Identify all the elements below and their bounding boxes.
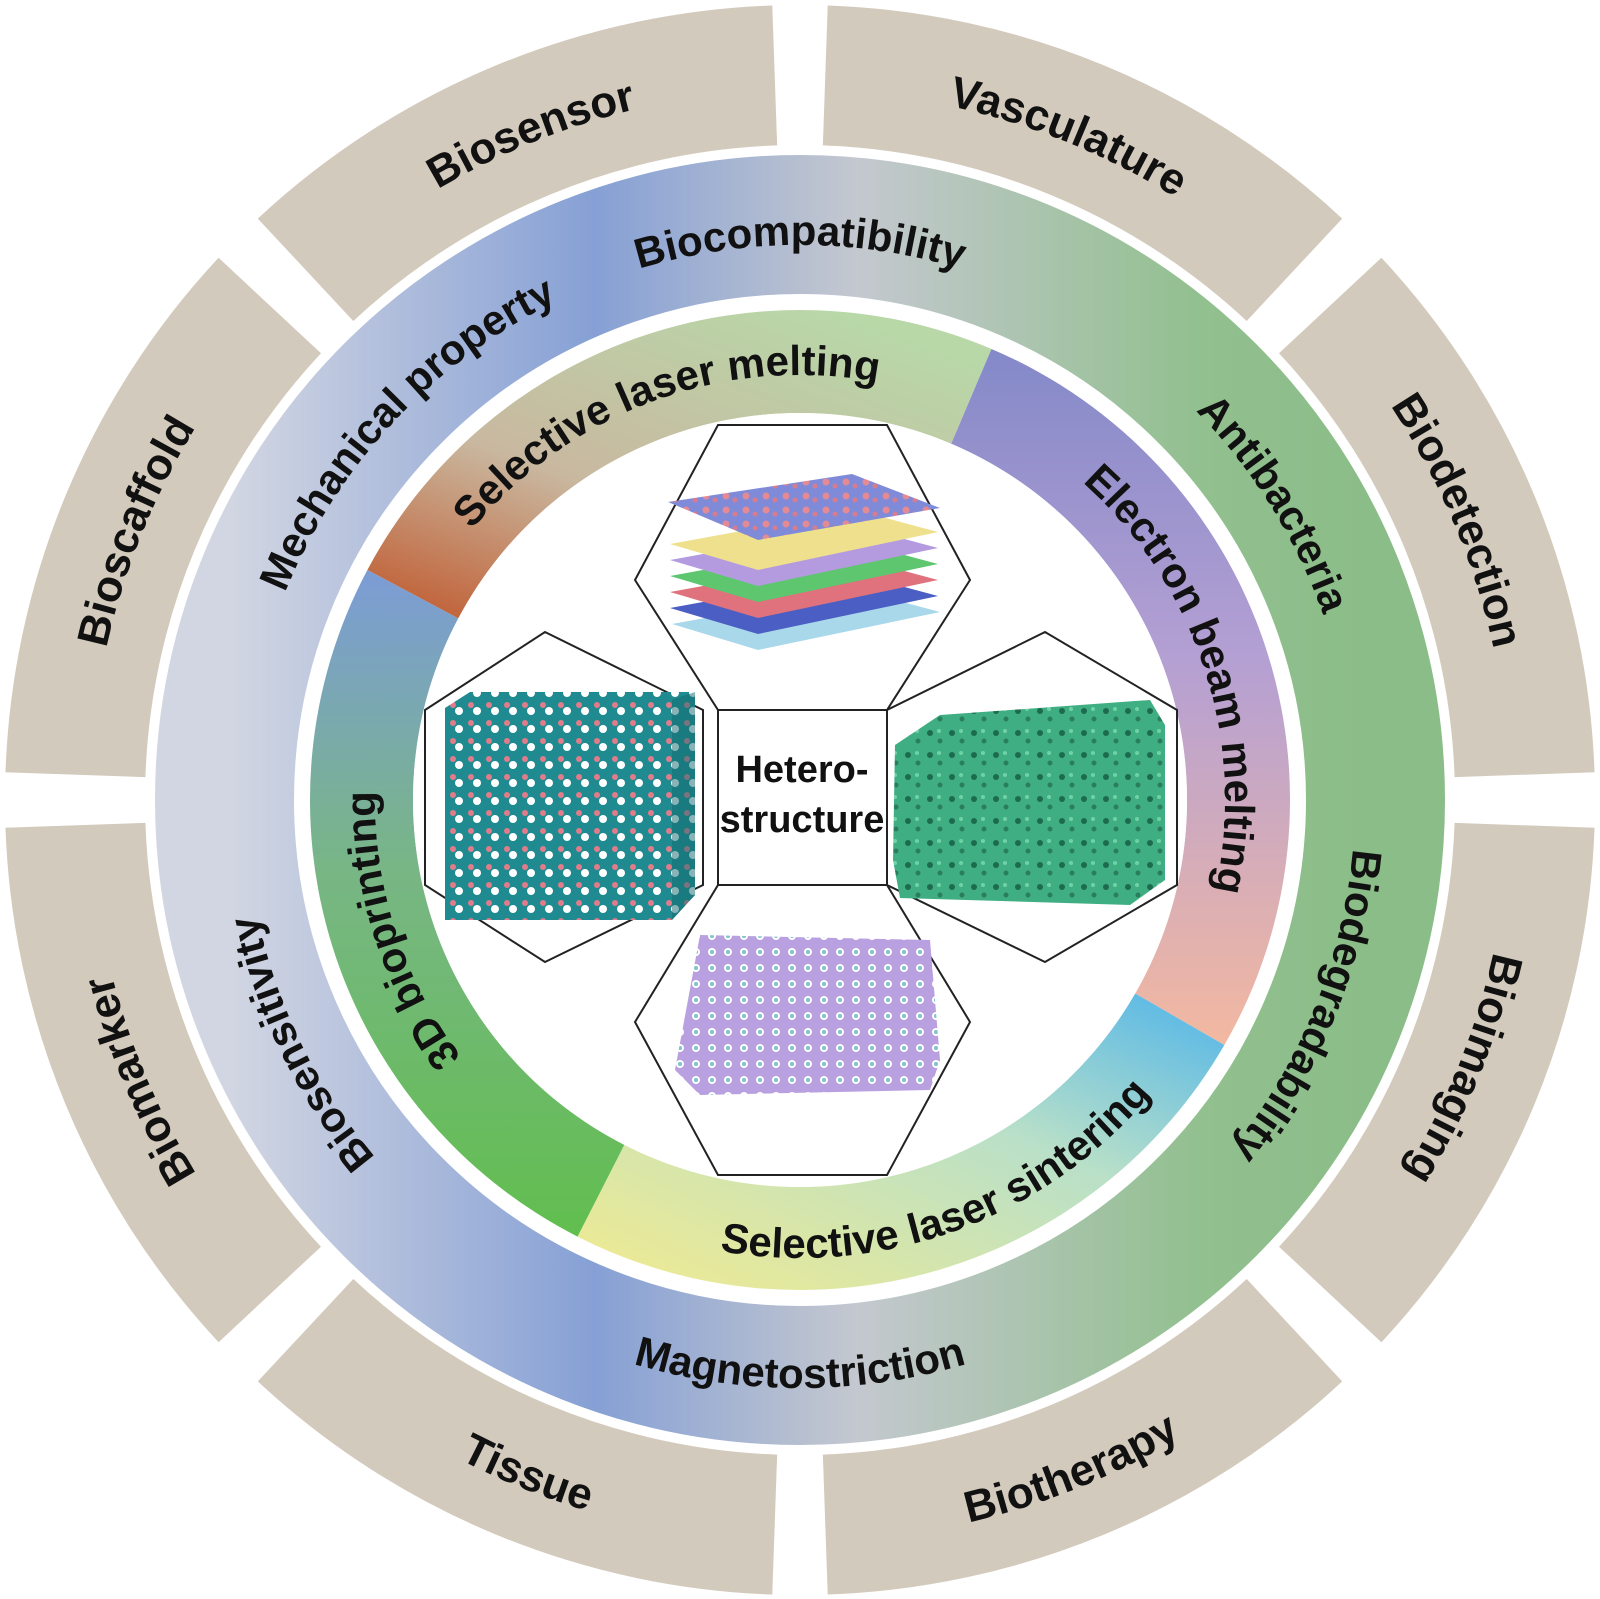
inner-ring [310,309,1290,1290]
hexagon-bottom [633,884,972,1176]
outer-ring-segment [1279,257,1595,778]
center-line-1: Hetero- [735,749,868,791]
outer-ring-segment [1279,822,1595,1343]
inner-segment-bioprinting [310,569,625,1237]
center-line-2: structure [720,799,885,841]
ring-separator [294,294,1306,1306]
hexagon-top [633,424,972,711]
outer-ring [5,5,1595,1595]
green-porous-block-image [893,700,1165,905]
outer-ring-segment [822,1279,1343,1595]
outer-ring-segment [257,1279,778,1595]
middle-ring [155,155,1445,1445]
inner-segment-ebm [951,348,1290,1045]
cubic-scaffold-image [445,692,695,920]
middle-ring-band [155,155,1445,1445]
hexagon-right [886,630,1178,964]
outer-ring-segment [822,5,1343,321]
hexagon-left [424,630,704,964]
outer-ring-segment [5,257,321,778]
inner-segment-slm [367,309,992,619]
hexagon-cluster: Hetero- structure [424,424,1178,1176]
layered-structure-image [668,474,940,650]
outer-ring-segment [5,822,321,1343]
center-box: Hetero- structure [717,709,888,886]
inner-segment-sls [577,993,1225,1290]
outer-ring-segment [257,5,778,321]
woven-lattice-image [675,935,940,1095]
